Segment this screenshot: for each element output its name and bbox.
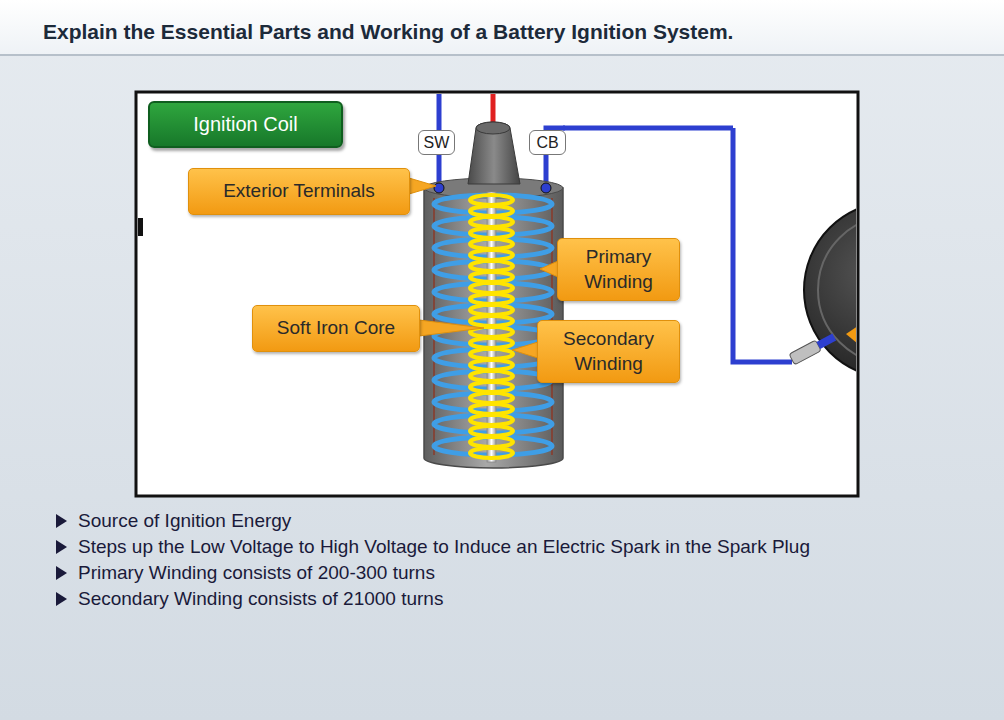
terminal-tag: CB: [529, 130, 566, 155]
title-badge: Ignition Coil: [148, 101, 343, 148]
node-text: Exterior Terminals: [223, 179, 375, 204]
node-text: CB: [536, 134, 558, 152]
winding-turn: [470, 283, 513, 293]
bullet-mark: [56, 592, 67, 606]
callout-box: Secondary Winding: [537, 320, 680, 383]
winding-turn: [470, 426, 513, 436]
winding-turn: [470, 316, 513, 326]
rotor-tip: [846, 326, 856, 344]
winding-turn: [470, 272, 513, 282]
winding-turn: [470, 195, 513, 205]
cb-wire: [563, 126, 733, 131]
terminal-tag: SW: [418, 130, 455, 155]
winding-turn: [470, 360, 513, 370]
winding-turn: [470, 206, 513, 216]
bullet-mark: [56, 514, 67, 528]
diagram-frame: [136, 92, 858, 496]
distributor-terminal: [789, 332, 837, 365]
bullet-mark: [56, 566, 67, 580]
callout-pointer: [512, 342, 538, 358]
winding-turn: [470, 239, 513, 249]
bullet-text: Primary Winding consists of 200-300 turn…: [78, 560, 978, 586]
winding-turn: [470, 371, 513, 381]
winding-turn: [470, 261, 513, 271]
winding-turn: [470, 217, 513, 227]
winding-turn: [470, 415, 513, 425]
node-text: SW: [424, 134, 450, 152]
winding-turn: [470, 349, 513, 359]
callout-pointer: [409, 178, 436, 194]
winding-turn: [470, 294, 513, 304]
node-text: Secondary Winding: [548, 327, 669, 376]
title-band: [0, 0, 1004, 55]
bullet-text: Source of Ignition Energy: [78, 508, 978, 534]
bullet-text: Steps up the Low Voltage to High Voltage…: [78, 534, 978, 560]
callout-box: Exterior Terminals: [188, 168, 410, 215]
callout-pointer: [540, 261, 558, 277]
winding-turn: [470, 228, 513, 238]
winding-turn: [470, 448, 513, 458]
node-text: Primary Winding: [568, 245, 669, 294]
coil-tower: [468, 122, 520, 184]
winding-turn: [470, 382, 513, 392]
callout-box: Primary Winding: [557, 238, 680, 301]
cb-wire: [733, 128, 792, 362]
tower-top: [476, 122, 510, 134]
node-text: Ignition Coil: [193, 113, 298, 136]
cb-terminal: [541, 183, 551, 193]
winding-turn: [470, 393, 513, 403]
title-rule: [0, 54, 1004, 56]
bullet-mark: [56, 540, 67, 554]
high-tension-lead: [491, 94, 496, 125]
frame-mark: [138, 218, 143, 236]
callout-pointers: [409, 178, 558, 358]
winding-turn: [470, 338, 513, 348]
winding-turn: [470, 404, 513, 414]
callout-box: Soft Iron Core: [252, 305, 420, 352]
bullet-marks: [56, 514, 67, 606]
winding-turn: [470, 305, 513, 315]
bullet-text: Secondary Winding consists of 21000 turn…: [78, 586, 978, 612]
winding-turn: [470, 250, 513, 260]
callout-pointer: [419, 320, 484, 336]
page-title: Explain the Essential Parts and Working …: [43, 20, 733, 44]
node-text: Soft Iron Core: [277, 316, 395, 341]
secondary-winding-turns: [470, 195, 513, 458]
winding-turn: [470, 437, 513, 447]
sw-terminal: [434, 183, 444, 193]
